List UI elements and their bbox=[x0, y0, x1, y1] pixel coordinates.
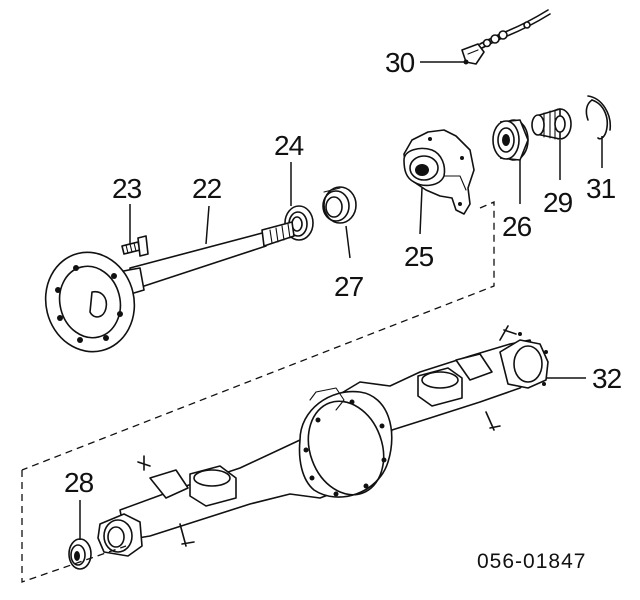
catalog-code: 056-01847 bbox=[477, 550, 586, 573]
assembly-guide-upper bbox=[21, 201, 495, 471]
leader-27 bbox=[345, 225, 351, 259]
callout-28: 28 bbox=[64, 467, 94, 498]
callout-31: 31 bbox=[586, 173, 616, 204]
leader-22 bbox=[205, 205, 210, 245]
callout-23: 23 bbox=[112, 173, 142, 204]
hub-bolt-part bbox=[121, 235, 149, 257]
callout-27: 27 bbox=[334, 271, 364, 302]
callout-22: 22 bbox=[192, 173, 222, 204]
abs-sensor-cable-part bbox=[461, 9, 551, 65]
snap-ring-part bbox=[585, 95, 612, 140]
callout-30: 30 bbox=[385, 47, 415, 78]
oil-seal-part bbox=[322, 186, 357, 224]
callout-32: 32 bbox=[592, 363, 622, 394]
callout-24: 24 bbox=[274, 130, 304, 161]
wheel-bearing-part bbox=[492, 119, 529, 161]
callout-29: 29 bbox=[543, 187, 573, 218]
callout-25: 25 bbox=[404, 241, 434, 272]
leader-lines bbox=[79, 61, 603, 540]
callout-26: 26 bbox=[502, 211, 532, 242]
axle-shaft-part bbox=[44, 221, 295, 353]
assembly-guide-lower bbox=[21, 470, 127, 583]
axle-housing-part bbox=[97, 325, 549, 557]
bearing-retainer-part bbox=[403, 129, 475, 215]
lower-oil-seal-part bbox=[68, 538, 92, 570]
leader-25 bbox=[419, 187, 423, 235]
bearing-cone-part bbox=[531, 108, 572, 140]
